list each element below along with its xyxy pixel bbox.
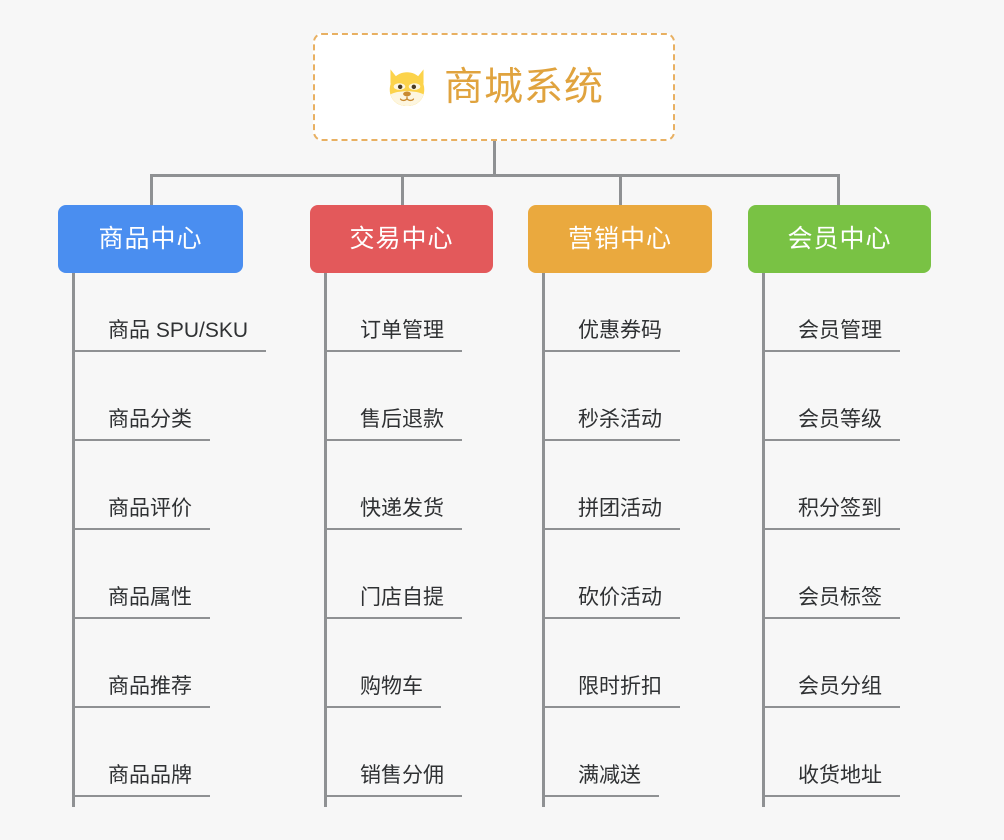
list-item[interactable]: 售后退款 bbox=[327, 362, 462, 451]
leaf-label: 门店自提 bbox=[327, 583, 462, 619]
list-item[interactable]: 商品属性 bbox=[75, 540, 266, 629]
category-label-1: 商品中心 bbox=[98, 224, 203, 253]
branch-spine-2 bbox=[324, 273, 327, 807]
leaf-label: 限时折扣 bbox=[545, 672, 680, 708]
connector-drop-branch-1 bbox=[150, 174, 153, 205]
branch-spine-4 bbox=[762, 273, 765, 807]
root-title: 商城系统 bbox=[443, 65, 604, 109]
leaf-label: 商品推荐 bbox=[75, 672, 210, 708]
list-item[interactable]: 会员分组 bbox=[765, 629, 900, 718]
list-item[interactable]: 快递发货 bbox=[327, 451, 462, 540]
connector-horizontal-bus bbox=[150, 174, 840, 177]
leaf-label: 会员等级 bbox=[765, 405, 900, 441]
leaf-label: 快递发货 bbox=[327, 494, 462, 530]
list-item[interactable]: 收货地址 bbox=[765, 718, 900, 807]
leaf-label: 会员管理 bbox=[765, 316, 900, 352]
connector-drop-branch-2 bbox=[401, 174, 404, 205]
list-item[interactable]: 销售分佣 bbox=[327, 718, 462, 807]
category-box-1[interactable]: 商品中心 bbox=[58, 205, 243, 273]
shiba-dog-icon bbox=[389, 69, 425, 106]
list-item[interactable]: 订单管理 bbox=[327, 273, 462, 362]
connector-root-stem bbox=[493, 141, 496, 176]
leaf-label: 会员分组 bbox=[765, 672, 900, 708]
leaf-label: 商品 SPU/SKU bbox=[75, 316, 267, 352]
root-node[interactable]: 商城系统 bbox=[313, 33, 675, 141]
leaf-list-2: 订单管理 售后退款 快递发货 门店自提 购物车 销售分佣 bbox=[327, 273, 462, 807]
leaf-label: 积分签到 bbox=[765, 494, 900, 530]
list-item[interactable]: 拼团活动 bbox=[545, 451, 680, 540]
list-item[interactable]: 商品评价 bbox=[75, 451, 266, 540]
category-box-3[interactable]: 营销中心 bbox=[528, 205, 712, 273]
list-item[interactable]: 会员标签 bbox=[765, 540, 900, 629]
leaf-label: 商品评价 bbox=[75, 494, 210, 530]
connector-drop-branch-3 bbox=[619, 174, 622, 205]
list-item[interactable]: 限时折扣 bbox=[545, 629, 680, 718]
leaf-label: 秒杀活动 bbox=[545, 405, 680, 441]
list-item[interactable]: 商品品牌 bbox=[75, 718, 266, 807]
leaf-label: 购物车 bbox=[327, 672, 441, 708]
leaf-label: 商品品牌 bbox=[75, 761, 210, 797]
leaf-label: 商品分类 bbox=[75, 405, 210, 441]
list-item[interactable]: 商品分类 bbox=[75, 362, 266, 451]
list-item[interactable]: 秒杀活动 bbox=[545, 362, 680, 451]
leaf-list-4: 会员管理 会员等级 积分签到 会员标签 会员分组 收货地址 bbox=[765, 273, 900, 807]
list-item[interactable]: 商品推荐 bbox=[75, 629, 266, 718]
list-item[interactable]: 积分签到 bbox=[765, 451, 900, 540]
connector-drop-branch-4 bbox=[837, 174, 840, 205]
list-item[interactable]: 会员管理 bbox=[765, 273, 900, 362]
list-item[interactable]: 满减送 bbox=[545, 718, 680, 807]
category-label-2: 交易中心 bbox=[349, 224, 454, 253]
list-item[interactable]: 购物车 bbox=[327, 629, 462, 718]
leaf-list-1: 商品 SPU/SKU 商品分类 商品评价 商品属性 商品推荐 商品品牌 bbox=[75, 273, 267, 807]
list-item[interactable]: 门店自提 bbox=[327, 540, 462, 629]
category-box-2[interactable]: 交易中心 bbox=[310, 205, 493, 273]
leaf-label: 满减送 bbox=[545, 761, 659, 797]
leaf-label: 收货地址 bbox=[765, 761, 900, 797]
category-box-4[interactable]: 会员中心 bbox=[748, 205, 931, 273]
leaf-list-3: 优惠券码 秒杀活动 拼团活动 砍价活动 限时折扣 满减送 bbox=[545, 273, 680, 807]
leaf-label: 商品属性 bbox=[75, 583, 210, 619]
category-label-3: 营销中心 bbox=[567, 224, 672, 253]
list-item[interactable]: 优惠券码 bbox=[545, 273, 680, 362]
leaf-label: 会员标签 bbox=[765, 583, 900, 619]
list-item[interactable]: 商品 SPU/SKU bbox=[75, 273, 267, 362]
leaf-label: 订单管理 bbox=[327, 316, 462, 352]
category-label-4: 会员中心 bbox=[787, 224, 892, 253]
leaf-label: 优惠券码 bbox=[545, 316, 680, 352]
branch-spine-3 bbox=[542, 273, 545, 807]
leaf-label: 售后退款 bbox=[327, 405, 462, 441]
list-item[interactable]: 砍价活动 bbox=[545, 540, 680, 629]
leaf-label: 砍价活动 bbox=[545, 583, 680, 619]
list-item[interactable]: 会员等级 bbox=[765, 362, 900, 451]
leaf-label: 销售分佣 bbox=[327, 761, 462, 797]
branch-spine-1 bbox=[72, 273, 75, 807]
leaf-label: 拼团活动 bbox=[545, 494, 680, 530]
